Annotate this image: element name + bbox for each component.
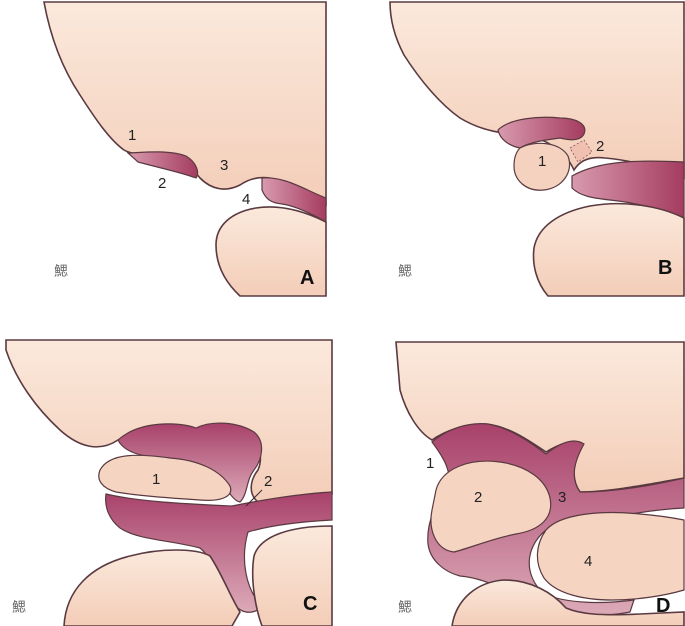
panel-a-num-3: 3 [220,157,228,174]
panel-b-num-1: 1 [538,153,546,170]
panel-d-corner-text: 鰓 [398,600,412,616]
panel-c-num-2: 2 [264,473,272,490]
panel-b-label: B [658,257,672,279]
panel-c-label: C [303,593,317,615]
panel-c-lower-right-tissue [253,526,332,626]
panel-d-bud-4 [537,513,684,600]
panel-b-corner-text: 鰓 [398,264,412,280]
panel-c: 1 2 鰓 C [6,340,332,626]
panel-c-num-1: 1 [152,471,160,488]
panel-c-corner-text: 鰓 [12,600,26,616]
panel-a-corner-text: 鰓 [54,264,68,280]
panel-d-num-1: 1 [426,455,434,472]
panel-a-num-1: 1 [128,127,136,144]
panel-a-num-4: 4 [242,191,250,208]
panel-d-label: D [656,595,670,617]
panel-a-label: A [300,267,314,289]
panel-d-num-4: 4 [584,553,592,570]
panel-b-num-2: 2 [596,138,604,155]
panel-d-num-3: 3 [558,489,566,506]
panel-a-num-2: 2 [158,175,166,192]
panel-b-lower-tissue [534,204,684,296]
panel-a: 1 2 3 4 鰓 A [44,2,326,296]
panel-b: 1 2 鰓 B [390,2,684,296]
panel-d: 1 2 3 4 鰓 D [396,342,684,626]
panel-d-num-2: 2 [474,489,482,506]
panel-c-lower-tissue [64,550,240,626]
